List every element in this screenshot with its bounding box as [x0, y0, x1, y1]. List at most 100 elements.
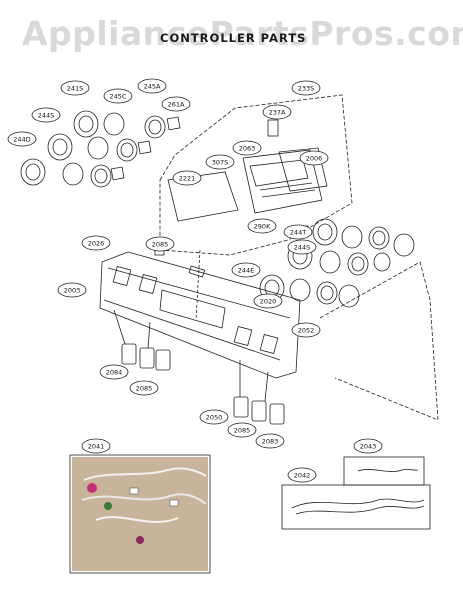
- callout-bubble: [262, 104, 292, 120]
- callout-237A: 237A: [262, 104, 292, 120]
- harness-2042-frame: [281, 484, 431, 530]
- callout-label: 2020: [260, 298, 277, 306]
- callout-bubble: [31, 107, 61, 123]
- callout-label: 245A: [144, 83, 161, 91]
- right-leader-box: [319, 261, 439, 421]
- callout-bubble: [161, 96, 191, 112]
- callout-label: 2041: [88, 443, 105, 451]
- callout-label: 233S: [298, 85, 315, 93]
- callout-261A: 261A: [161, 96, 191, 112]
- harness-photo-frame: [69, 454, 211, 574]
- callout-label: 245C: [110, 93, 127, 101]
- callout-bubble: [7, 131, 37, 147]
- callout-bubble: [145, 236, 175, 252]
- callout-bubble: [287, 239, 317, 255]
- callout-label: 241S: [67, 85, 84, 93]
- callout-307S: 307S: [205, 154, 235, 170]
- callout-label: 2006: [306, 155, 323, 163]
- callout-label: 2083: [262, 438, 279, 446]
- callout-bubble: [283, 224, 313, 240]
- callout-bubble: [299, 150, 329, 166]
- pcb-assembly: [242, 119, 328, 214]
- callout-layer: 241S 245C 245A 261A 244S 244D 233S 237A 2063307S…: [7, 78, 383, 483]
- callout-bubble: [129, 380, 159, 396]
- callout-bubble: [255, 433, 285, 449]
- callout-label: 261A: [168, 101, 185, 109]
- wiring-harness-photo: [72, 457, 208, 571]
- callout-label: 2085: [234, 427, 251, 435]
- callout-2050: 2050: [199, 409, 229, 425]
- diagram-title: CONTROLLER PARTS: [160, 31, 307, 45]
- callout-label: 2085: [136, 385, 153, 393]
- callout-label: 2221: [179, 175, 196, 183]
- callout-2085-left: 2085: [129, 380, 159, 396]
- callout-label: 2003: [64, 287, 81, 295]
- callout-2006: 2006: [299, 150, 329, 166]
- callout-label: 244S: [38, 112, 55, 120]
- control-panel: [99, 245, 301, 379]
- callout-bubble: [199, 409, 229, 425]
- callout-bubble: [247, 218, 277, 234]
- callout-241S: 241S: [60, 80, 90, 96]
- callout-2085-bottom: 2085: [227, 422, 257, 438]
- callout-label: 2085: [152, 241, 169, 249]
- callout-bubble: [205, 154, 235, 170]
- callout-245A: 245A: [137, 78, 167, 94]
- callout-2042: 2042: [287, 467, 317, 483]
- callout-bubble: [60, 80, 90, 96]
- callout-label: 244S: [294, 244, 311, 252]
- callout-bubble: [57, 282, 87, 298]
- callout-2026: 2026: [81, 235, 111, 251]
- switch-group-left: [113, 309, 171, 371]
- callout-bubble: [291, 80, 321, 96]
- callout-label: 244T: [290, 229, 306, 237]
- callout-bubble: [81, 235, 111, 251]
- callout-233S: 233S: [291, 80, 321, 96]
- callout-290K: 290K: [247, 218, 277, 234]
- callout-label: 2026: [88, 240, 105, 248]
- callout-bubble: [103, 88, 133, 104]
- callout-bubble: [137, 78, 167, 94]
- callout-bubble: [99, 364, 129, 380]
- callout-2052: 2052: [291, 322, 321, 338]
- callout-label: 244D: [13, 136, 30, 144]
- callout-bubble: [227, 422, 257, 438]
- callout-label: 290K: [254, 223, 271, 231]
- callout-244D: 244D: [7, 131, 37, 147]
- board-assembly-outline: [159, 94, 353, 256]
- callout-bubble: [81, 438, 111, 454]
- callout-2041: 2041: [81, 438, 111, 454]
- callout-2085-top: 2085: [145, 236, 175, 252]
- switch-group-middle: [233, 360, 285, 425]
- callout-2083: 2083: [255, 433, 285, 449]
- watermark: AppliancePartsPros.com: [22, 14, 463, 53]
- callout-bubble: [172, 170, 202, 186]
- callout-bubble: [231, 262, 261, 278]
- knob-cluster-right: [259, 218, 415, 308]
- callout-label: 307S: [212, 159, 229, 167]
- callout-bubble: [253, 293, 283, 309]
- callout-bubble: [287, 467, 317, 483]
- callout-244T: 244T: [283, 224, 313, 240]
- callout-label: 2050: [206, 414, 223, 422]
- callout-244S-left: 244S: [31, 107, 61, 123]
- callout-label: 244E: [238, 267, 255, 275]
- callout-2221: 2221: [172, 170, 202, 186]
- knob-cluster-upper-left: [20, 110, 181, 188]
- callout-bubble: [291, 322, 321, 338]
- callout-2043: 2043: [353, 438, 383, 454]
- callout-bubble: [353, 438, 383, 454]
- callout-244S-right: 244S: [287, 239, 317, 255]
- callout-label: 237A: [269, 109, 286, 117]
- callout-2063: 2063: [232, 140, 262, 156]
- callout-label: 2043: [360, 443, 377, 451]
- callout-label: 2052: [298, 327, 315, 335]
- callout-2084: 2084: [99, 364, 129, 380]
- callout-2020: 2020: [253, 293, 283, 309]
- callout-245C: 245C: [103, 88, 133, 104]
- callout-bubble: [232, 140, 262, 156]
- callout-2003: 2003: [57, 282, 87, 298]
- callout-label: 2042: [294, 472, 311, 480]
